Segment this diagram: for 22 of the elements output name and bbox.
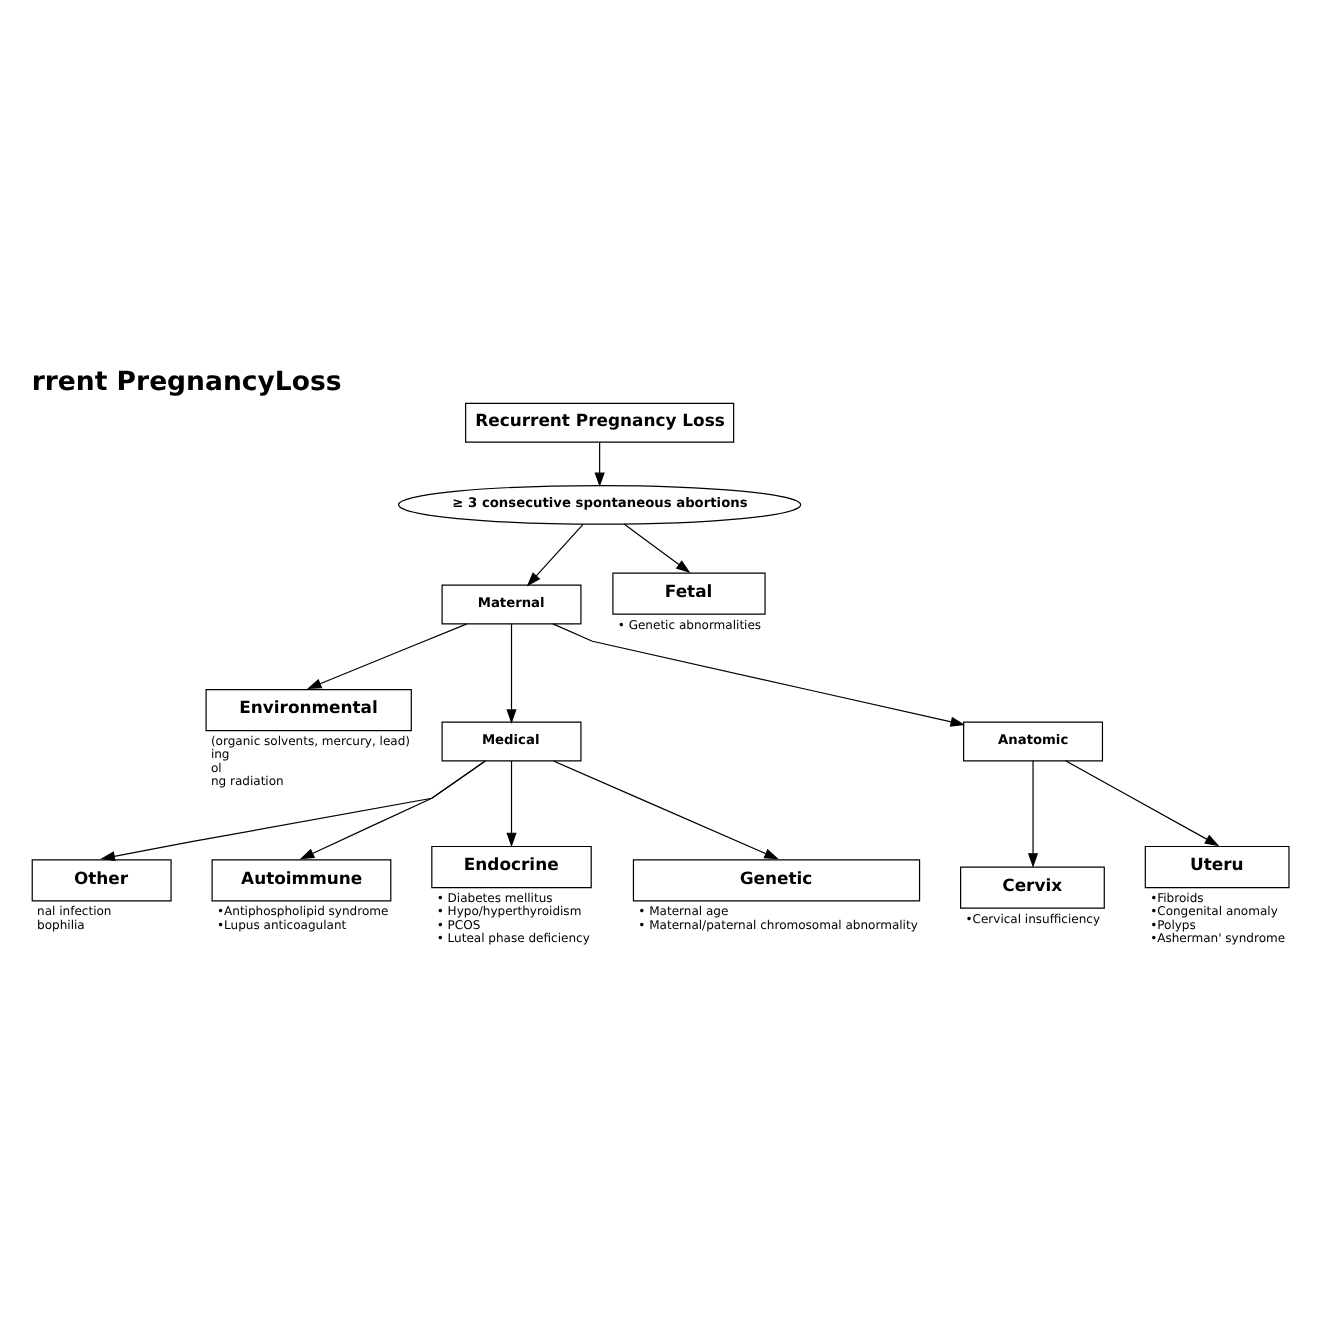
node-box: Genetic: [632, 859, 921, 902]
node-box: Uteru: [1144, 845, 1290, 889]
arrow: [526, 523, 584, 587]
arrow: [506, 760, 517, 848]
node-box: Fetal: [612, 572, 766, 615]
arrow: [552, 623, 965, 727]
arrow: [299, 760, 487, 860]
diagram-title: rrent PregnancyLoss: [31, 367, 342, 398]
node-box: Cervix: [960, 866, 1105, 909]
node-box: Endocrine: [431, 845, 592, 889]
node-box: Autoimmune: [211, 859, 392, 902]
node-box: Recurrent Pregnancy Loss: [465, 402, 735, 443]
arrow: [100, 760, 487, 862]
arrow: [307, 623, 468, 690]
arrow: [553, 760, 779, 860]
node-box: Environmental: [205, 688, 412, 732]
arrow: [623, 523, 691, 573]
node-box: Other: [31, 859, 172, 902]
arrow: [1027, 760, 1039, 868]
arrow: [594, 441, 605, 488]
arrow: [1065, 760, 1220, 847]
arrow: [506, 623, 517, 724]
